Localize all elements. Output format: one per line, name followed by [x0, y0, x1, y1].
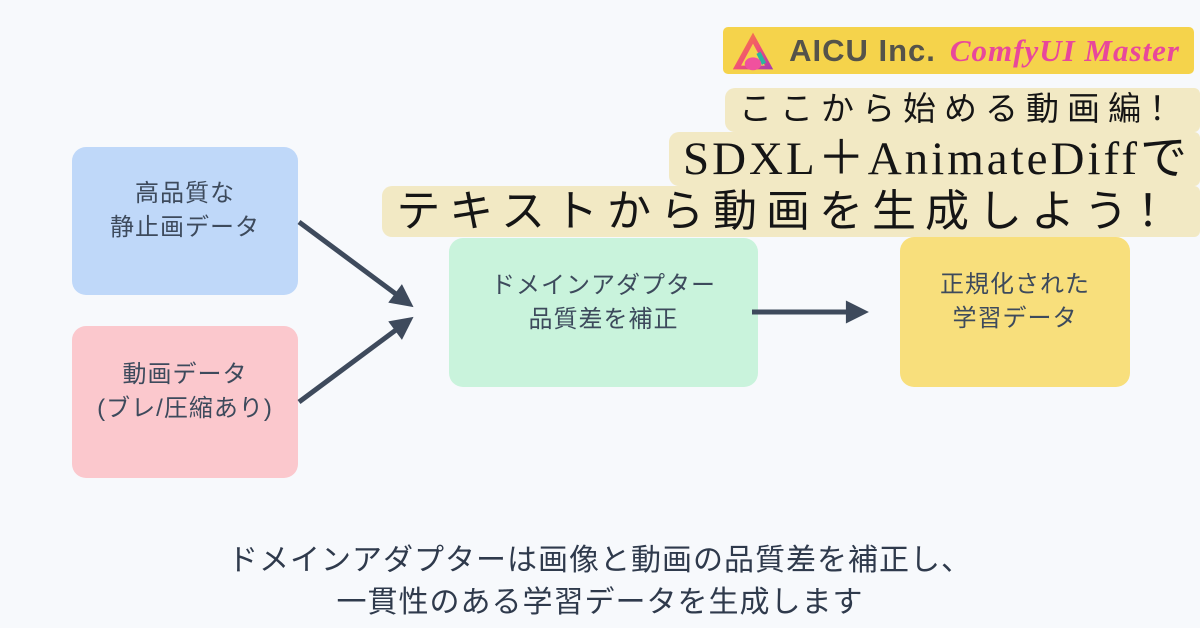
- node-label-line: ドメインアダプター: [491, 271, 716, 299]
- node-label-line: 学習データ: [952, 305, 1078, 332]
- node-label-line: 正規化された: [940, 271, 1090, 298]
- node-label-line: 高品質な: [135, 180, 235, 207]
- node-video-data: 動画データ (ブレ/圧縮あり): [72, 326, 298, 478]
- arrow-video-to-adapter: [297, 316, 414, 405]
- page-title: ここから始める動画編！ SDXL＋AnimateDiffで テキストから動画を生…: [382, 88, 1200, 237]
- title-line-1: ここから始める動画編！: [725, 88, 1200, 132]
- brand-badge: AICU Inc. ComfyUI Master: [723, 27, 1194, 74]
- caption-line-1: ドメインアダプターは画像と動画の品質差を補正し、: [228, 544, 972, 577]
- title-line-2: SDXL＋AnimateDiffで: [668, 132, 1200, 186]
- node-domain-adapter: ドメインアダプター 品質差を補正: [449, 238, 758, 387]
- node-label-line: 静止画データ: [110, 214, 260, 241]
- company-name: AICU Inc.: [789, 32, 936, 68]
- node-high-quality-stills: 高品質な 静止画データ: [72, 147, 298, 295]
- product-name: ComfyUI Master: [949, 32, 1180, 68]
- title-line-3: テキストから動画を生成しよう！: [382, 186, 1200, 237]
- node-label-line: 品質差を補正: [528, 305, 679, 333]
- bottom-caption: ドメインアダプターは画像と動画の品質差を補正し、 一貫性のある学習データを生成し…: [0, 540, 1200, 624]
- aicu-logo-icon: [732, 32, 774, 70]
- node-normalized-output: 正規化された 学習データ: [900, 237, 1130, 387]
- node-label-line: (ブレ/圧縮あり): [97, 395, 273, 422]
- node-label-line: 動画データ: [122, 361, 248, 388]
- caption-line-2: 一貫性のある学習データを生成します: [336, 586, 864, 619]
